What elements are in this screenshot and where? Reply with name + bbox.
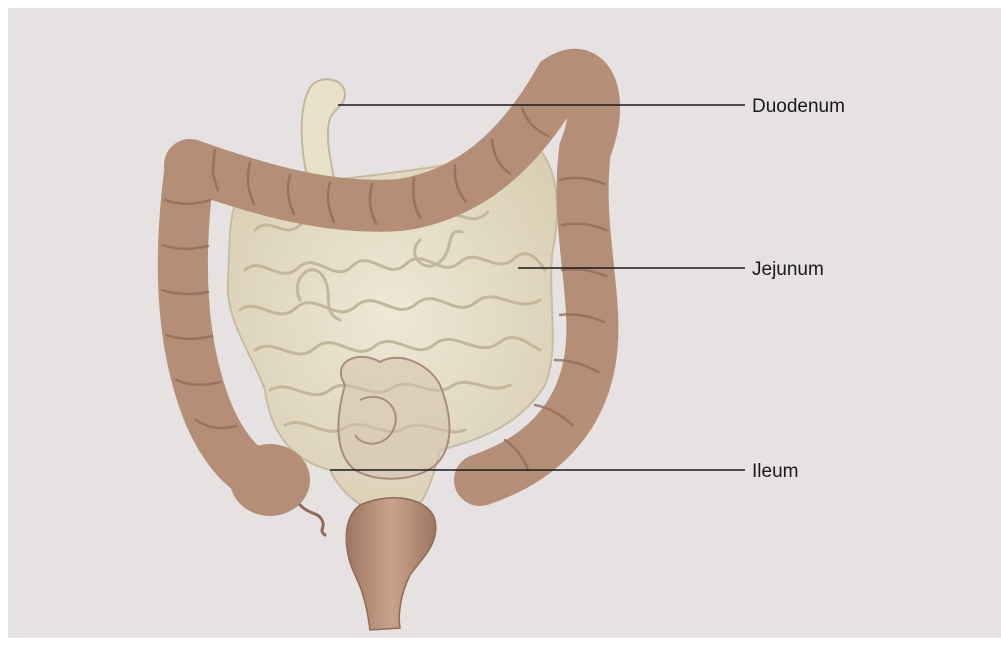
ileum-label: Ileum [752,461,798,482]
duodenum-label: Duodenum [752,96,845,117]
jejunum-label: Jejunum [752,259,824,280]
